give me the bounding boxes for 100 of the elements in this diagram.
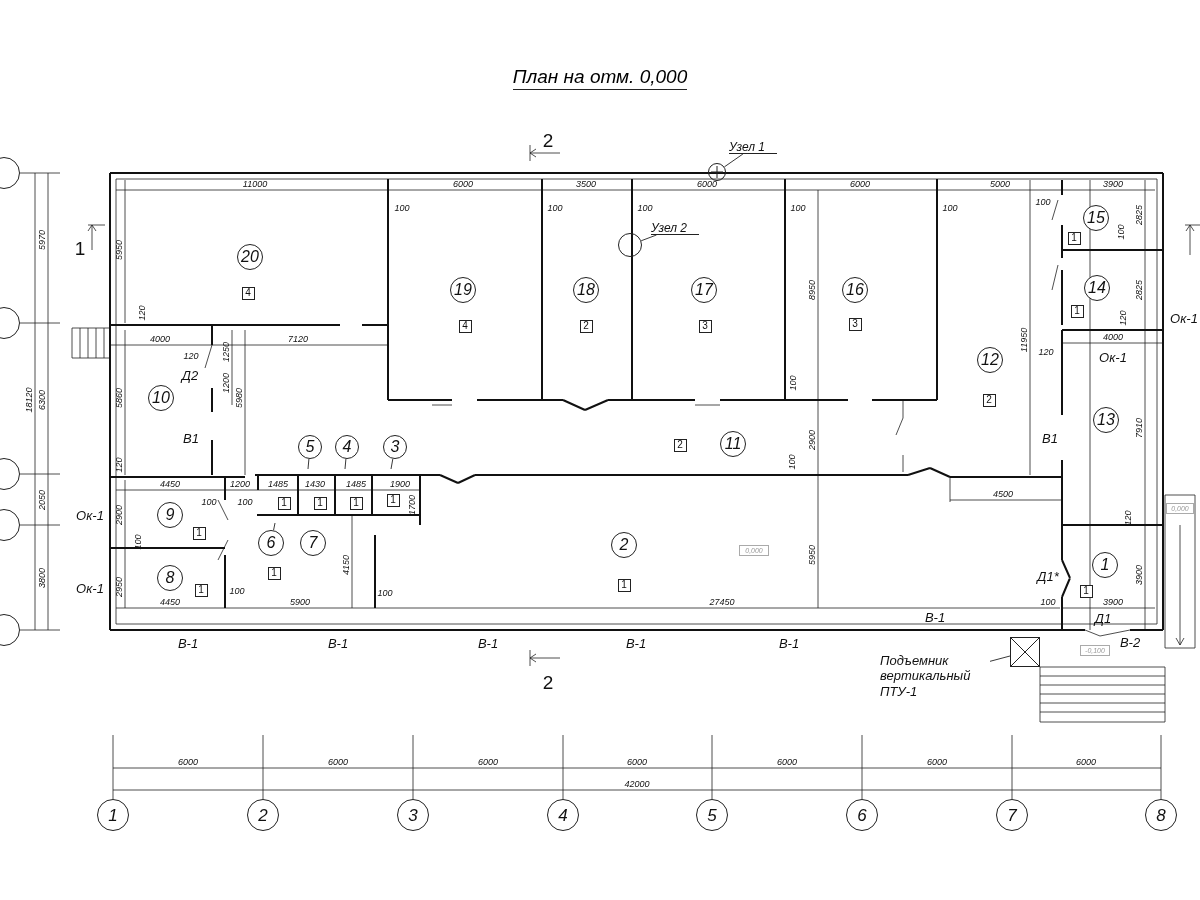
dimension-text: 6000 <box>1076 757 1096 767</box>
dimension-text: 100 <box>637 203 653 213</box>
axis-bubble: 3 <box>397 799 429 831</box>
room-number: 7 <box>300 530 326 556</box>
dimension-text: 100 <box>394 203 410 213</box>
room-number: 5 <box>298 435 322 459</box>
dimension-text: 7120 <box>288 334 308 344</box>
leader-line <box>640 234 657 242</box>
dimension-text: 4000 <box>150 334 170 344</box>
axis-bubble: 4 <box>547 799 579 831</box>
dimension-text: 100 <box>1040 597 1056 607</box>
dimension-text: 1250 <box>221 342 231 362</box>
category-mark: 2 <box>673 438 687 452</box>
dimension-text: 4450 <box>160 479 180 489</box>
axis-bubble: 5 <box>696 799 728 831</box>
dimension-text: 2900 <box>114 505 124 525</box>
dimension-text: 6000 <box>627 757 647 767</box>
category-mark: 1 <box>617 578 631 592</box>
opening-mark: В-1 <box>778 636 800 650</box>
dimension-text: 4450 <box>160 597 180 607</box>
dimension-text: 120 <box>1118 310 1128 326</box>
dimension-text: 5860 <box>114 388 124 408</box>
category-mark: 2 <box>982 393 996 407</box>
leader-line <box>344 458 347 470</box>
section-number: 2 <box>542 130 554 150</box>
category-mark: 3 <box>698 319 712 333</box>
dimension-text: 100 <box>547 203 563 213</box>
category-mark: 1 <box>277 496 291 510</box>
category-mark: 3 <box>848 317 862 331</box>
dimension-text: 42000 <box>624 779 650 789</box>
room-number: 10 <box>148 385 174 411</box>
dimension-text: 1485 <box>346 479 366 489</box>
dimension-text: 120 <box>114 457 124 473</box>
dimension-text: 100 <box>229 586 245 596</box>
axis-bubble: 1 <box>97 799 129 831</box>
dimension-text: 8950 <box>807 280 817 300</box>
room-number: 3 <box>383 435 407 459</box>
callout-text: Узел 2 <box>651 221 699 235</box>
room-number: 9 <box>157 502 183 528</box>
leader-line <box>989 655 1011 662</box>
dimension-text: 2825 <box>1134 280 1144 300</box>
dimension-text: 6000 <box>777 757 797 767</box>
dimension-text: 100 <box>790 203 806 213</box>
room-number: 20 <box>237 244 263 270</box>
room-number: 6 <box>258 530 284 556</box>
dimension-text: 3900 <box>1103 597 1123 607</box>
category-mark: 2 <box>579 319 593 333</box>
category-mark: 1 <box>313 496 327 510</box>
room-number: 12 <box>977 347 1003 373</box>
dimension-text: 6300 <box>37 390 47 410</box>
dimension-text: 1200 <box>221 373 231 393</box>
opening-mark: Ок-1 <box>1099 350 1127 364</box>
dimension-text: 120 <box>137 305 147 321</box>
dimension-text: 2050 <box>37 490 47 510</box>
dimension-text: 27450 <box>709 597 735 607</box>
category-mark: 4 <box>458 319 472 333</box>
category-mark: 4 <box>241 286 255 300</box>
category-mark: 1 <box>1067 231 1081 245</box>
dimension-text: 5970 <box>37 230 47 250</box>
leader-line <box>390 458 394 470</box>
room-number: 2 <box>611 532 637 558</box>
opening-mark: В1 <box>1042 431 1058 445</box>
dimension-text: 5950 <box>807 545 817 565</box>
opening-mark: Ок-1 <box>76 581 104 595</box>
leader-line <box>723 153 744 168</box>
opening-mark: Ок-1 <box>76 508 104 522</box>
room-number: 15 <box>1083 205 1109 231</box>
detail-marker <box>708 163 726 181</box>
opening-mark: Д1* <box>1037 569 1059 583</box>
axis-bubble: 6 <box>846 799 878 831</box>
room-number: 8 <box>157 565 183 591</box>
dimension-text: 2900 <box>807 430 817 450</box>
callout-text: Узел 1 <box>729 140 777 154</box>
opening-mark: Ок-1 <box>1170 311 1198 325</box>
dimension-text: 6000 <box>927 757 947 767</box>
dimension-text: 100 <box>237 497 253 507</box>
category-mark: 1 <box>1070 304 1084 318</box>
room-number: 4 <box>335 435 359 459</box>
room-number: 14 <box>1084 275 1110 301</box>
opening-mark: В-1 <box>177 636 199 650</box>
axis-bubble: 8 <box>1145 799 1177 831</box>
opening-mark: В-2 <box>1119 635 1141 649</box>
category-mark: 1 <box>192 526 206 540</box>
room-number: 19 <box>450 277 476 303</box>
dimension-text: 2950 <box>114 577 124 597</box>
dimension-text: 6000 <box>328 757 348 767</box>
leader-line <box>307 458 310 470</box>
dimension-text: 5950 <box>114 240 124 260</box>
dimension-text: 4150 <box>341 555 351 575</box>
room-number: 17 <box>691 277 717 303</box>
dimension-text: 18120 <box>24 387 34 413</box>
dimension-text: 100 <box>201 497 217 507</box>
dimension-text: 11950 <box>1019 327 1029 353</box>
axis-bubble: 7 <box>996 799 1028 831</box>
room-number: 18 <box>573 277 599 303</box>
dimension-text: 100 <box>788 375 798 391</box>
category-mark: 1 <box>267 566 281 580</box>
category-mark: 1 <box>194 583 208 597</box>
dimension-text: 120 <box>1038 347 1054 357</box>
section-number: 1 <box>74 238 86 258</box>
